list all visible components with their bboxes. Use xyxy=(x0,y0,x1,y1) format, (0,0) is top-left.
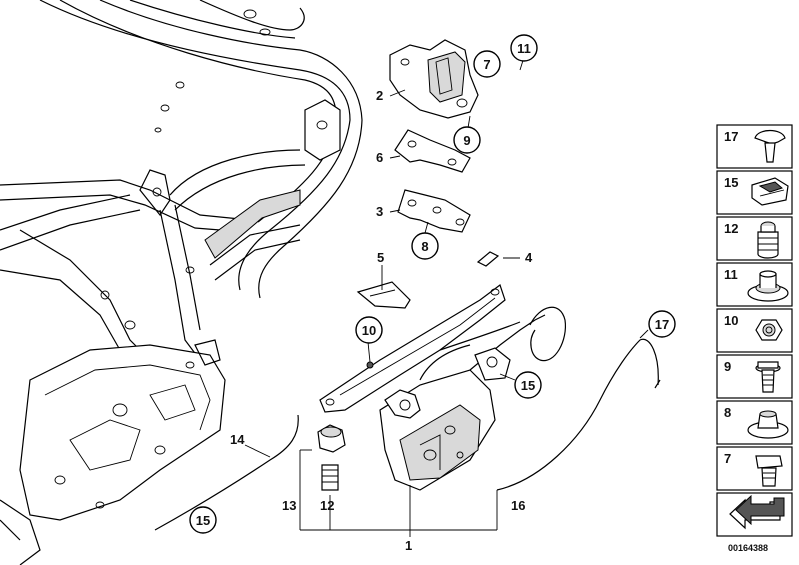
clip-icon xyxy=(751,177,789,206)
cable-14 xyxy=(154,414,299,531)
parts-legend: 17 15 12 11 xyxy=(716,124,793,553)
lock-mechanism xyxy=(319,284,567,491)
callout-9: 9 xyxy=(463,133,470,148)
callout-15-right: 15 xyxy=(521,378,535,393)
clip-4 xyxy=(476,251,500,267)
callout-10: 10 xyxy=(362,323,376,338)
callout-2: 2 xyxy=(376,88,383,103)
callout-14: 14 xyxy=(230,432,245,447)
hinge-bracket xyxy=(389,39,479,119)
legend-label-8: 8 xyxy=(724,405,731,420)
callout-15-circle-left xyxy=(189,506,217,534)
callout-11: 11 xyxy=(517,41,531,56)
plate-3 xyxy=(397,189,471,233)
callout-16: 16 xyxy=(511,498,525,513)
callout-3: 3 xyxy=(376,204,383,219)
legend-label-7: 7 xyxy=(724,451,731,466)
callouts: 2 7 11 9 6 3 8 4 5 10 15 17 14 15 13 12 … xyxy=(189,34,676,553)
callout-10-circle xyxy=(355,316,383,344)
callout-17: 17 xyxy=(655,317,669,332)
callout-17-circle xyxy=(648,310,676,338)
grommet-13 xyxy=(317,424,346,453)
grommet-icon xyxy=(747,270,789,302)
leader-lines xyxy=(244,53,649,537)
callout-6: 6 xyxy=(376,150,383,165)
return-arrow-icon xyxy=(729,494,785,530)
callout-8: 8 xyxy=(421,239,428,254)
callout-7: 7 xyxy=(483,57,490,72)
rubber-buffer-icon xyxy=(757,221,779,259)
callout-8-circle xyxy=(411,232,439,260)
legend-label-12: 12 xyxy=(724,221,738,236)
callout-15-left: 15 xyxy=(196,513,210,528)
callout-11-circle xyxy=(510,34,538,62)
plate-6 xyxy=(394,129,471,173)
hex-bolt-icon xyxy=(755,455,783,487)
plate-5 xyxy=(356,281,411,309)
callout-1: 1 xyxy=(405,538,412,553)
buffer-12 xyxy=(321,464,339,491)
legend-label-17: 17 xyxy=(724,129,738,144)
legend-label-9: 9 xyxy=(724,359,731,374)
cable-16 xyxy=(496,338,659,491)
convertible-top-frame xyxy=(0,0,363,565)
hex-bolt-washer-icon xyxy=(755,361,781,393)
callout-12: 12 xyxy=(320,498,334,513)
callout-5: 5 xyxy=(377,250,384,265)
push-rivet-icon xyxy=(754,129,786,163)
diagram-code: 00164388 xyxy=(728,543,768,553)
callout-7-circle xyxy=(473,50,501,78)
legend-label-15: 15 xyxy=(724,175,738,190)
callout-13: 13 xyxy=(282,498,296,513)
callout-9-circle xyxy=(453,126,481,154)
hex-nut-icon xyxy=(755,319,783,341)
collar-nut-icon xyxy=(747,410,789,439)
legend-label-10: 10 xyxy=(724,313,738,328)
legend-label-11: 11 xyxy=(724,267,738,282)
callout-4: 4 xyxy=(525,250,533,265)
callout-15-circle-right xyxy=(514,371,542,399)
